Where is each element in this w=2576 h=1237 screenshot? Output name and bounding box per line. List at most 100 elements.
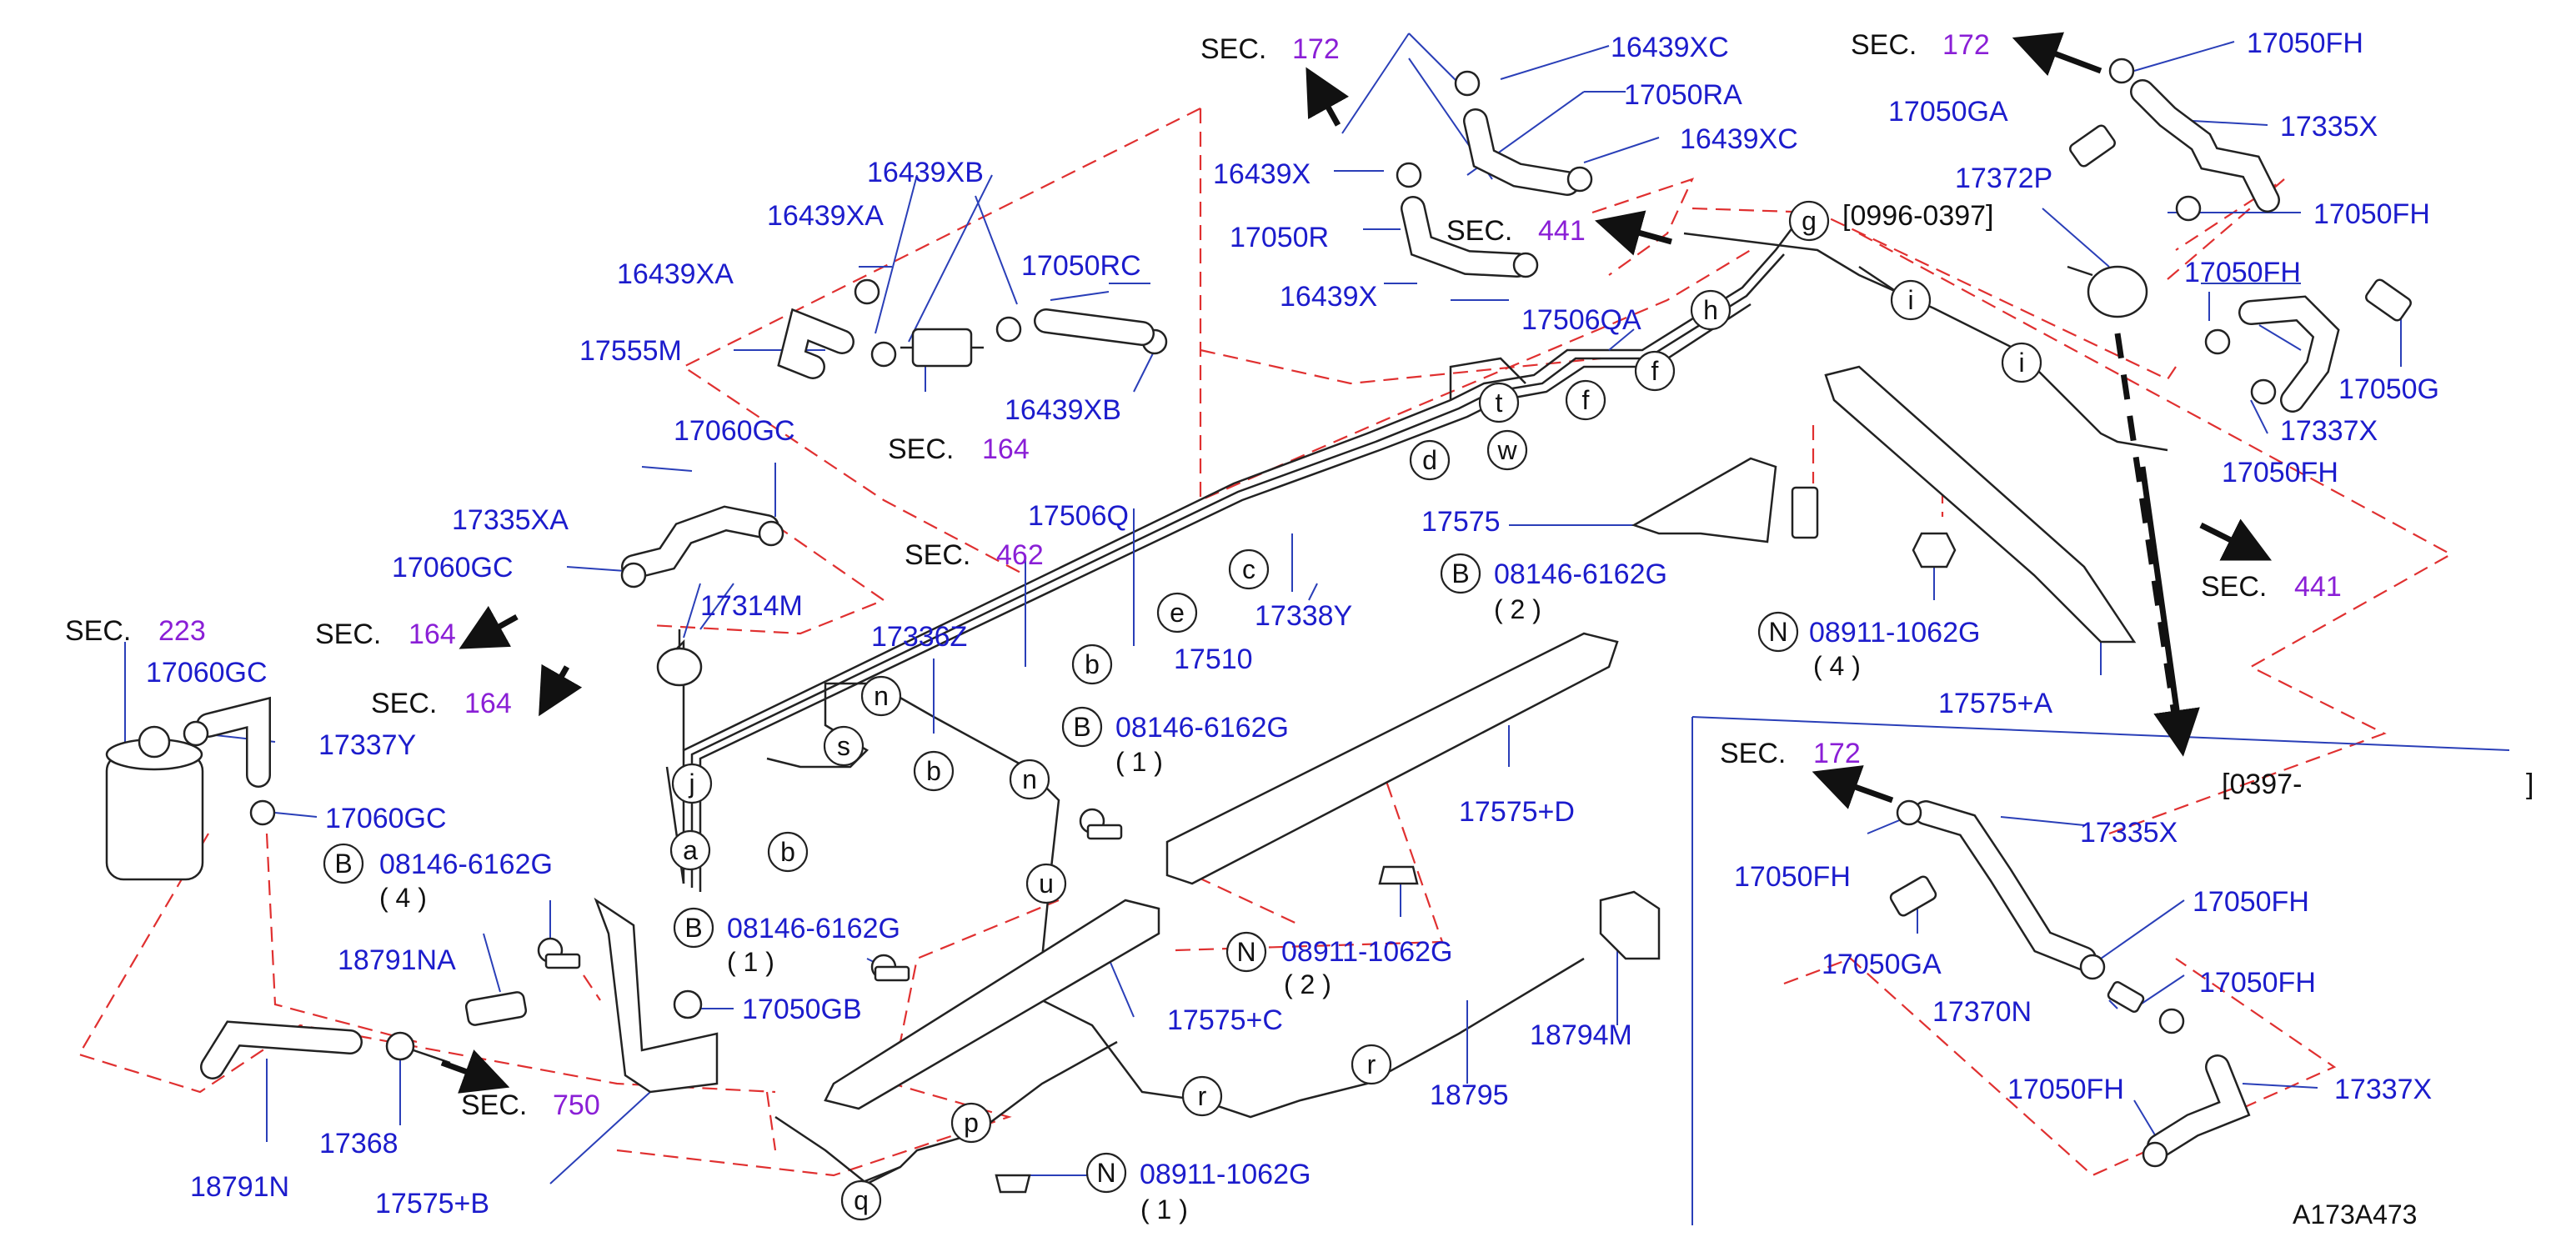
part-label: 08146-6162G (1115, 712, 1289, 744)
svg-text:n: n (1022, 764, 1037, 794)
sec-number: 223 (158, 615, 206, 647)
part-label: 08911-1062G (1140, 1159, 1311, 1190)
part-label: 08146-6162G (727, 913, 900, 944)
part-label: 17050RA (1624, 79, 1742, 111)
svg-text:b: b (1085, 649, 1100, 679)
pipe-letter: b (1071, 644, 1113, 685)
svg-text:t: t (1496, 388, 1503, 418)
pipe-letter: r (1351, 1044, 1392, 1085)
part-label: 17336Z (871, 621, 967, 653)
pipe-letter: w (1486, 429, 1528, 471)
part-label: 17575+C (1167, 1004, 1283, 1036)
sec-label: SEC. (1851, 29, 1917, 61)
callout-markers: B N B B B N N (323, 553, 1799, 1194)
pipe-letter: n (860, 675, 902, 717)
quantity-label: ( 4 ) (1813, 651, 1861, 681)
pipe-letter: i (1890, 279, 1932, 321)
sec-label: SEC. (315, 618, 381, 650)
date-range-a: [0996-0397] (1842, 200, 1994, 232)
part-label: 18794M (1530, 1019, 1632, 1051)
part-label: 17050R (1230, 222, 1329, 253)
pipe-letter: f (1634, 350, 1676, 392)
pipe-letter: j (671, 763, 713, 804)
part-label: 17050GA (1822, 949, 1942, 980)
pipe-letter: h (1690, 289, 1732, 331)
part-label: 17370N (1932, 996, 2032, 1028)
part-label: 17555M (579, 335, 682, 367)
svg-text:p: p (964, 1108, 979, 1138)
direction-arrows (440, 32, 2273, 1094)
svg-text:g: g (1802, 206, 1817, 236)
part-label: 16439XC (1680, 123, 1798, 155)
svg-text:f: f (1651, 356, 1659, 386)
quantity-label: ( 1 ) (1140, 1194, 1188, 1224)
marker-n: N (1236, 937, 1255, 967)
part-label: 17337Y (318, 729, 416, 761)
pipe-letter: t (1478, 382, 1520, 423)
svg-text:a: a (683, 835, 698, 865)
part-label: 17575+D (1459, 796, 1575, 828)
part-label: 17314M (700, 590, 803, 622)
part-label: 17050GA (1888, 96, 2008, 128)
quantity-label: ( 2 ) (1284, 969, 1331, 999)
part-label: 17050RC (1021, 250, 1141, 282)
section-references: SEC. 172 SEC. 441 SEC. 172 SEC. 164 SEC.… (65, 29, 2342, 1121)
svg-text:r: r (1367, 1049, 1376, 1079)
marker-n: N (1768, 617, 1787, 647)
part-label: 17060GC (146, 657, 268, 689)
date-range-b-end: ] (2526, 769, 2533, 800)
part-label: 17335X (2080, 817, 2178, 849)
part-label: 18795 (1430, 1079, 1509, 1111)
sec-label: SEC. (1200, 33, 1266, 65)
sec-label: SEC. (371, 688, 437, 719)
sec-number: 172 (1292, 33, 1340, 65)
svg-text:f: f (1582, 385, 1590, 415)
sec-label: SEC. (2201, 571, 2267, 603)
pipe-letter: p (950, 1102, 992, 1144)
part-label: 17050FH (2199, 967, 2316, 999)
pipe-letter: a (669, 829, 711, 871)
marker-b: B (684, 913, 702, 943)
part-label: 17050FH (2007, 1074, 2124, 1105)
quantity-label: ( 1 ) (1115, 747, 1163, 777)
quantity-label: ( 2 ) (1494, 594, 1541, 624)
sec-label: SEC. (1446, 215, 1512, 247)
part-label: 17050G (2338, 373, 2439, 405)
pipe-letter: b (913, 750, 955, 792)
pipe-letter: i (2001, 342, 2042, 383)
marker-n: N (1096, 1158, 1115, 1188)
pipe-letter: u (1025, 863, 1067, 904)
part-number-labels: 16439XC 17050RA 16439XC 16439X 17050R 16… (146, 28, 2439, 1224)
svg-text:j: j (688, 769, 694, 799)
part-label: 17050FH (2184, 257, 2301, 288)
part-label: 16439XC (1611, 32, 1729, 63)
part-label: 17575 (1421, 506, 1501, 538)
part-label: 17050FH (2193, 886, 2309, 918)
sec-number: 172 (1813, 738, 1861, 769)
part-label: 17050FH (2247, 28, 2363, 59)
date-range-b-start: [0397- (2222, 769, 2302, 800)
part-label: 17338Y (1255, 600, 1352, 632)
part-label: 17060GC (674, 415, 795, 447)
svg-text:i: i (1907, 285, 1913, 315)
part-label: 16439X (1213, 158, 1311, 190)
svg-text:s: s (837, 731, 850, 761)
sec-number: 462 (996, 539, 1044, 571)
marker-b: B (334, 849, 352, 879)
svg-text:i: i (2018, 348, 2024, 378)
part-label: 17337X (2280, 415, 2378, 447)
part-label: 18791NA (338, 944, 456, 976)
part-label: 17060GC (392, 552, 514, 583)
sec-label: SEC. (905, 539, 970, 571)
pipe-letter: f (1565, 379, 1606, 421)
part-label: 17506Q (1028, 500, 1129, 532)
svg-text:d: d (1422, 445, 1437, 475)
marker-b: B (1073, 712, 1090, 742)
part-label: 08146-6162G (379, 849, 553, 880)
pipe-letter-markers: g h f f i i t w d c e b n s b n j a b u … (669, 200, 2042, 1221)
part-label: 16439X (1280, 281, 1377, 313)
sec-number: 750 (553, 1089, 600, 1121)
pipe-letter: g (1788, 200, 1830, 242)
svg-text:c: c (1242, 554, 1255, 584)
